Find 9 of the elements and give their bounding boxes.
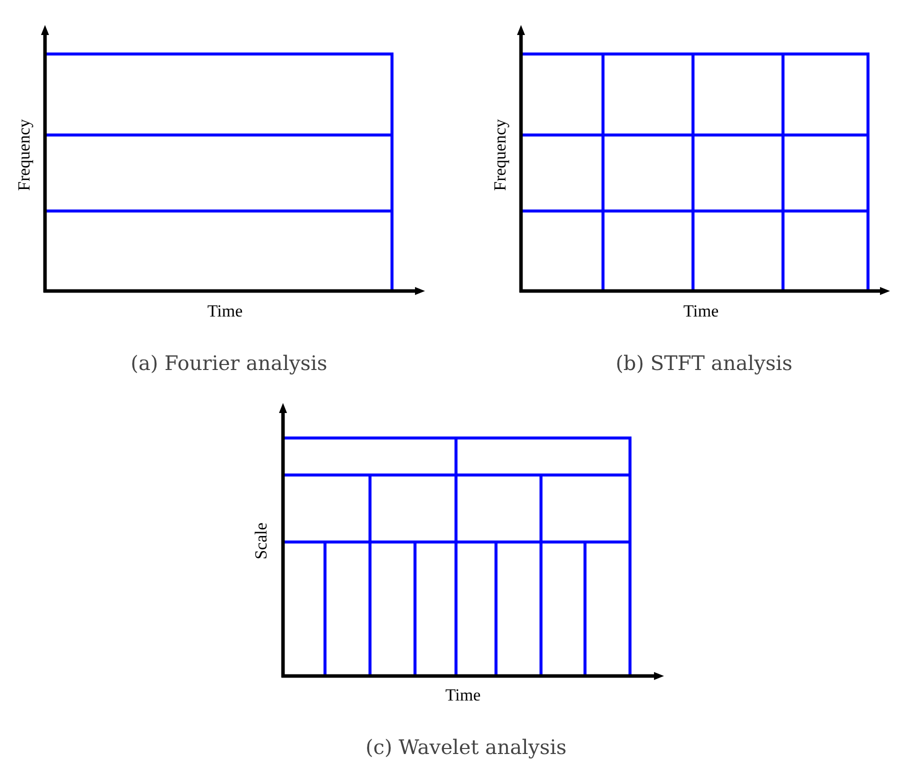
figure-caption: (c) Wavelet analysis [366,737,566,757]
figure-caption: (a) Fourier analysis [130,353,328,373]
axis-label: Frequency [492,119,508,191]
axis-label: Time [445,686,481,704]
axis-label: Time [683,302,719,320]
axis-label: Frequency [16,119,32,191]
figure-caption: (b) STFT analysis [616,353,792,373]
axis-label: Time [207,302,243,320]
axis-label: Scale [252,522,270,560]
